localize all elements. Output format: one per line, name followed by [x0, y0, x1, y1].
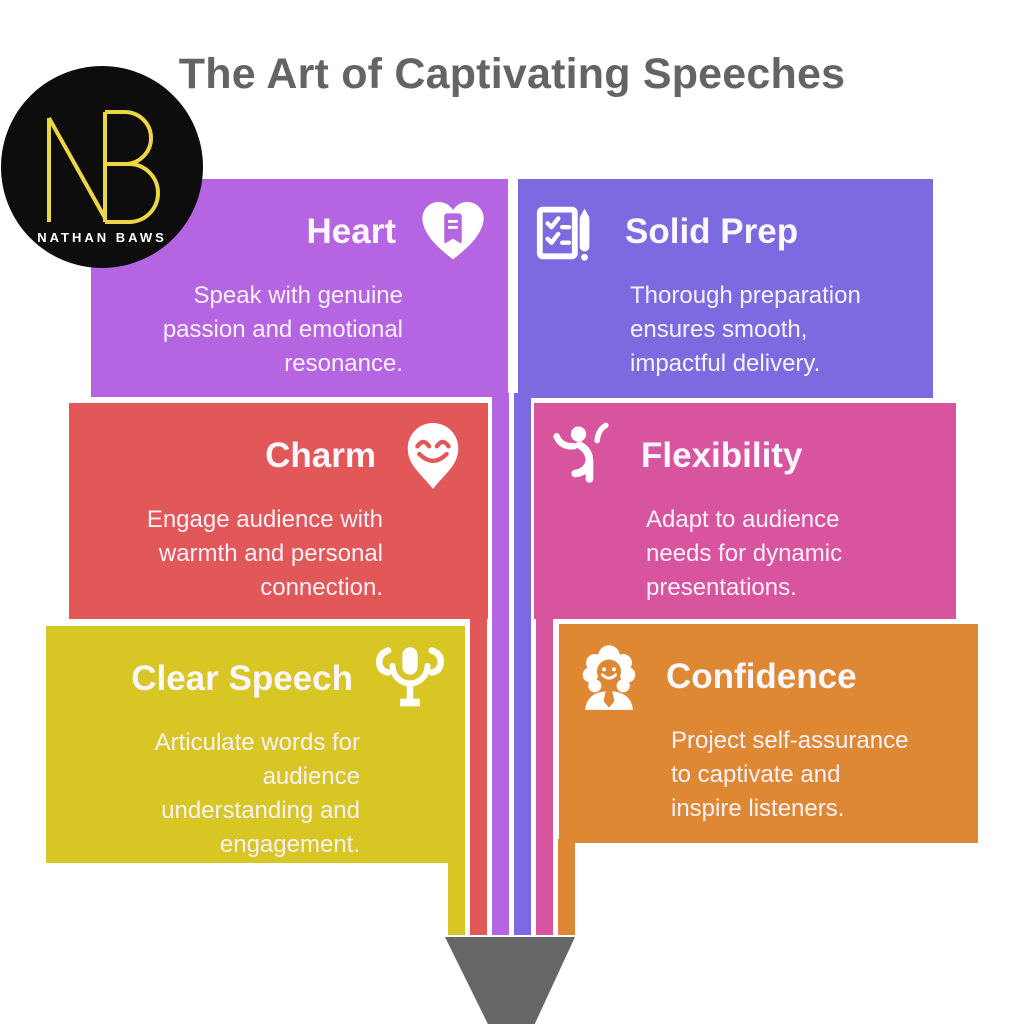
smiley-pin-icon	[398, 421, 468, 491]
pencil-stripe-pink	[536, 615, 553, 935]
brand-monogram-icon	[47, 110, 160, 224]
card-title: Clear Speech	[131, 659, 353, 698]
card-title: Heart	[306, 212, 396, 251]
card-confidence: Confidence Project self-assurance to cap…	[559, 624, 978, 843]
flexible-person-icon	[549, 421, 619, 491]
card-charm: Charm Engage audience with warmth and pe…	[69, 403, 488, 619]
brand-logo: NATHAN BAWS	[1, 66, 203, 268]
pencil-stripe-violet	[514, 393, 531, 935]
confident-person-icon	[574, 642, 644, 712]
card-body: Thorough preparation ensures smooth, imp…	[630, 282, 861, 377]
card-title: Charm	[265, 436, 376, 475]
pencil-stripe-red	[470, 615, 487, 935]
brand-name: NATHAN BAWS	[37, 230, 167, 245]
card-clear-speech: Clear Speech Articulate words for audien…	[46, 626, 465, 863]
card-solid-prep: Solid Prep Thorough preparation ensures …	[518, 179, 933, 398]
card-body: Engage audience with warmth and personal…	[146, 506, 383, 601]
card-flexibility: Flexibility Adapt to audience needs for …	[534, 403, 956, 619]
checklist-pen-icon	[533, 197, 603, 267]
pencil-tip	[445, 937, 575, 1024]
card-title: Confidence	[666, 657, 857, 696]
pencil-stripe-yellow	[448, 858, 465, 935]
microphone-podium-icon	[375, 644, 445, 714]
card-title: Flexibility	[641, 436, 803, 475]
card-body: Adapt to audience needs for dynamic pres…	[646, 506, 843, 601]
heart-ribbon-icon	[418, 197, 488, 267]
page-title: The Art of Captivating Speeches	[178, 50, 846, 98]
card-body: Articulate words for audience understand…	[154, 729, 360, 858]
pencil-stripe-orange	[558, 839, 575, 935]
card-title: Solid Prep	[625, 212, 799, 251]
pencil-stripe-purple	[492, 393, 509, 935]
card-heart: Heart Speak with genuine passion and emo…	[91, 179, 508, 397]
card-body: Speak with genuine passion and emotional…	[162, 282, 403, 377]
card-body: Project self-assurance to captivate and …	[671, 727, 909, 822]
